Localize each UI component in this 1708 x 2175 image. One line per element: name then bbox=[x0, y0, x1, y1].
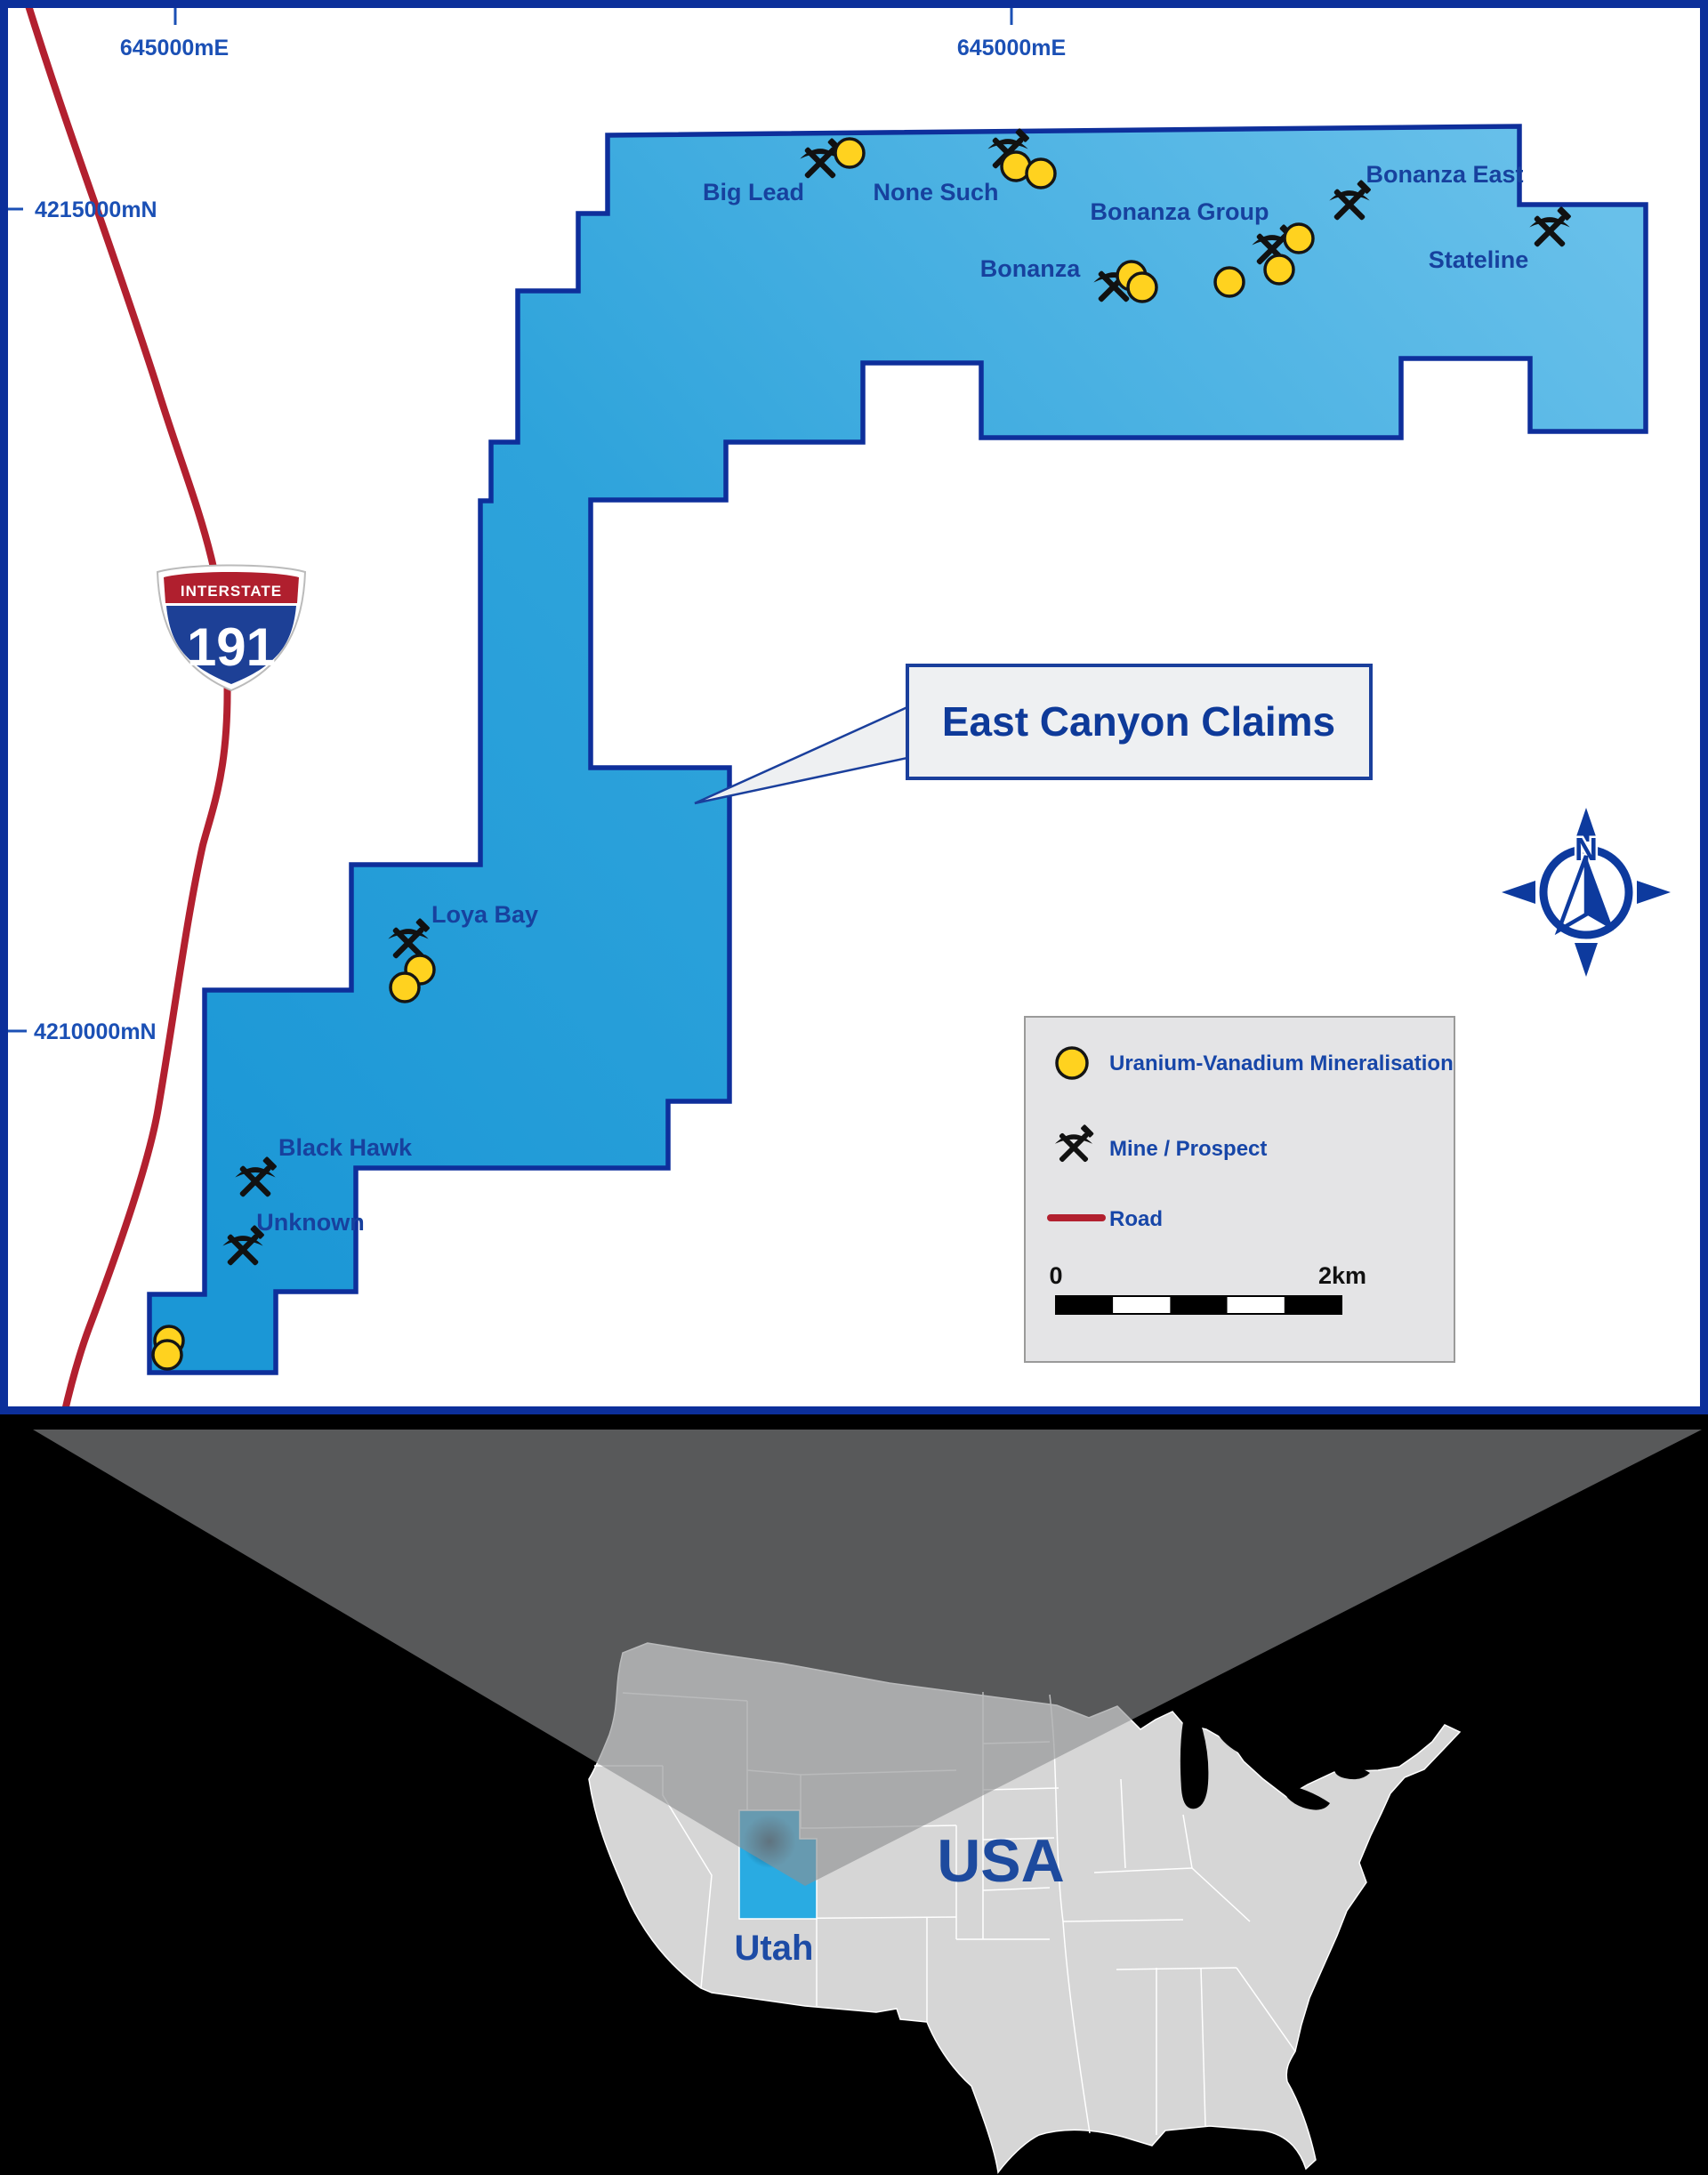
site-label-black-hawk: Black Hawk bbox=[278, 1134, 413, 1161]
compass-west-point bbox=[1502, 881, 1535, 904]
mineralisation-icon bbox=[1025, 157, 1057, 189]
legend-mineralisation-icon bbox=[1055, 1046, 1089, 1080]
site-label-loya-bay: Loya Bay bbox=[431, 901, 538, 928]
site-label-stateline: Stateline bbox=[1429, 246, 1529, 273]
mineralisation-icon bbox=[1263, 254, 1295, 286]
compass-south-point bbox=[1575, 943, 1598, 977]
mineralisation-icon bbox=[389, 971, 421, 1003]
mineralisation-icon bbox=[1213, 266, 1245, 298]
site-label-bonanza: Bonanza bbox=[980, 255, 1081, 282]
road-line bbox=[23, 0, 231, 1415]
legend-label-mine-prospect: Mine / Prospect bbox=[1109, 1137, 1267, 1161]
compass-east-point bbox=[1637, 881, 1671, 904]
grid-label-easting-2: 645000mE bbox=[957, 36, 1066, 60]
compass-north-point bbox=[1575, 808, 1598, 842]
callout-label: East Canyon Claims bbox=[942, 698, 1335, 745]
claims-map: 645000mE 645000mE 4215000mN 4210000mN IN… bbox=[0, 0, 1708, 1415]
north-arrow-outline bbox=[1554, 855, 1589, 936]
site-label-bonanza-group: Bonanza Group bbox=[1091, 198, 1269, 225]
projection-cone bbox=[33, 1430, 1702, 1886]
mineralisation-icon bbox=[1283, 222, 1315, 254]
scale-start-label: 0 bbox=[1049, 1262, 1062, 1289]
grid-label-northing-1: 4215000mN bbox=[35, 197, 157, 222]
compass-rose: N bbox=[1502, 808, 1671, 977]
legend: Uranium-Vanadium Mineralisation Mine / P… bbox=[1024, 1016, 1455, 1363]
callout-box bbox=[906, 664, 1373, 780]
site-label-unknown: Unknown bbox=[256, 1209, 365, 1236]
map-frame bbox=[0, 0, 1708, 1414]
site-labels: Big Lead None Such Bonanza Bonanza Group… bbox=[256, 161, 1528, 1236]
site-label-bonanza-east: Bonanza East bbox=[1366, 161, 1523, 188]
mineralisation-icon bbox=[834, 137, 866, 169]
claim-area-polygon bbox=[147, 124, 1648, 1375]
grid-label-easting-1: 645000mE bbox=[120, 36, 229, 60]
compass-circle bbox=[1539, 845, 1633, 939]
grid-label-northing-2: 4210000mN bbox=[34, 1019, 157, 1044]
claim-callout: East Canyon Claims bbox=[694, 664, 1373, 805]
usa-label: USA bbox=[937, 1827, 1065, 1895]
mineralisation-icon bbox=[1126, 271, 1158, 303]
site-label-big-lead: Big Lead bbox=[703, 179, 804, 205]
mineralisation-icon bbox=[151, 1339, 183, 1371]
legend-label-mineralisation: Uranium-Vanadium Mineralisation bbox=[1109, 1051, 1454, 1075]
shield-banner-text: INTERSTATE bbox=[181, 583, 282, 600]
legend-label-road: Road bbox=[1109, 1207, 1163, 1231]
location-inset: USA Utah bbox=[0, 1414, 1708, 2175]
shield-number-text: 191 bbox=[187, 617, 276, 677]
site-label-none-such: None Such bbox=[873, 179, 998, 205]
mineralisation-markers bbox=[151, 137, 1315, 1371]
scale-bar bbox=[1055, 1295, 1342, 1315]
utah-label: Utah bbox=[735, 1929, 814, 1968]
scale-end-label: 2km bbox=[1318, 1262, 1366, 1289]
north-arrow-icon bbox=[1586, 856, 1614, 930]
interstate-shield: INTERSTATE 191 bbox=[156, 564, 307, 692]
